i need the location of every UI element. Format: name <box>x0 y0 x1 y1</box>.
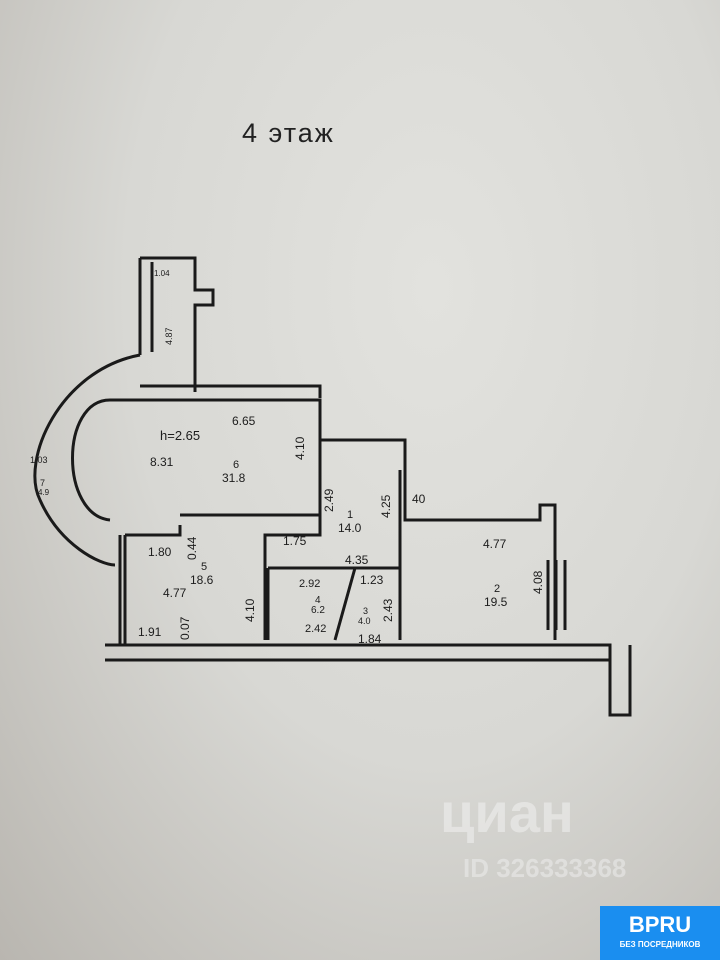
floor-title: 4 этаж <box>242 118 335 148</box>
dimension: 2.92 <box>299 578 320 590</box>
cian-watermark: циан <box>440 781 574 844</box>
room-area: 6.2 <box>311 605 325 616</box>
dimension: 4.35 <box>345 553 369 567</box>
window-right <box>546 560 567 630</box>
dimension: 1.04 <box>154 269 170 278</box>
room-area: 14.0 <box>338 521 362 535</box>
room-area: 18.6 <box>190 573 214 587</box>
dimension: 1.84 <box>358 632 382 646</box>
room-number: 5 <box>201 561 207 573</box>
dimension: 2.43 <box>381 598 395 622</box>
dimension: 6.65 <box>232 414 256 428</box>
room-number: 3 <box>363 606 368 616</box>
dimension: 40 <box>412 492 426 506</box>
room-number: 6 <box>233 459 239 471</box>
dimension: 2.49 <box>322 488 336 512</box>
dimension: 8.31 <box>150 455 174 469</box>
dimension: 4.08 <box>531 570 545 594</box>
dimension: 1.91 <box>138 625 162 639</box>
balcony-arc <box>33 353 141 567</box>
room-number: 4 <box>315 595 321 606</box>
dimension: 4.77 <box>163 586 187 600</box>
dimension: 4.77 <box>483 537 507 551</box>
badge-name: BPRU <box>628 912 692 937</box>
outer-wall-room6 <box>140 384 557 640</box>
dimension: 0.44 <box>185 536 199 560</box>
dimension: 0.07 <box>178 616 192 640</box>
room1-wall <box>263 445 402 640</box>
corridor-wall <box>138 256 215 392</box>
room-number: 2 <box>494 583 500 595</box>
bath-wall <box>266 566 400 641</box>
dimension: 1.75 <box>283 534 307 548</box>
room-area: 19.5 <box>484 595 508 609</box>
dimension: 4.10 <box>243 598 257 622</box>
bottom-wall <box>105 643 632 717</box>
room-number: 7 <box>40 478 45 488</box>
dimension: 4.87 <box>164 327 174 345</box>
watermark-id: ID 326333368 <box>463 853 627 883</box>
bpru-badge: BPRU БЕЗ ПОСРЕДНИКОВ <box>600 906 720 960</box>
room-area: 4.9 <box>38 488 50 497</box>
dimension: 1.03 <box>30 455 48 465</box>
dimension: 2.42 <box>305 623 326 635</box>
ceiling-height: h=2.65 <box>160 428 200 443</box>
room5-wall <box>118 525 182 645</box>
dimension: 4.25 <box>379 494 393 518</box>
room-area: 31.8 <box>222 471 246 485</box>
room-number: 1 <box>347 509 353 521</box>
dimension: 4.10 <box>293 436 307 460</box>
dimension: 1.23 <box>360 573 384 587</box>
room6-wall <box>71 398 322 522</box>
dimension: 1.80 <box>148 545 172 559</box>
badge-tagline: БЕЗ ПОСРЕДНИКОВ <box>619 940 701 949</box>
room-area: 4.0 <box>358 616 371 626</box>
